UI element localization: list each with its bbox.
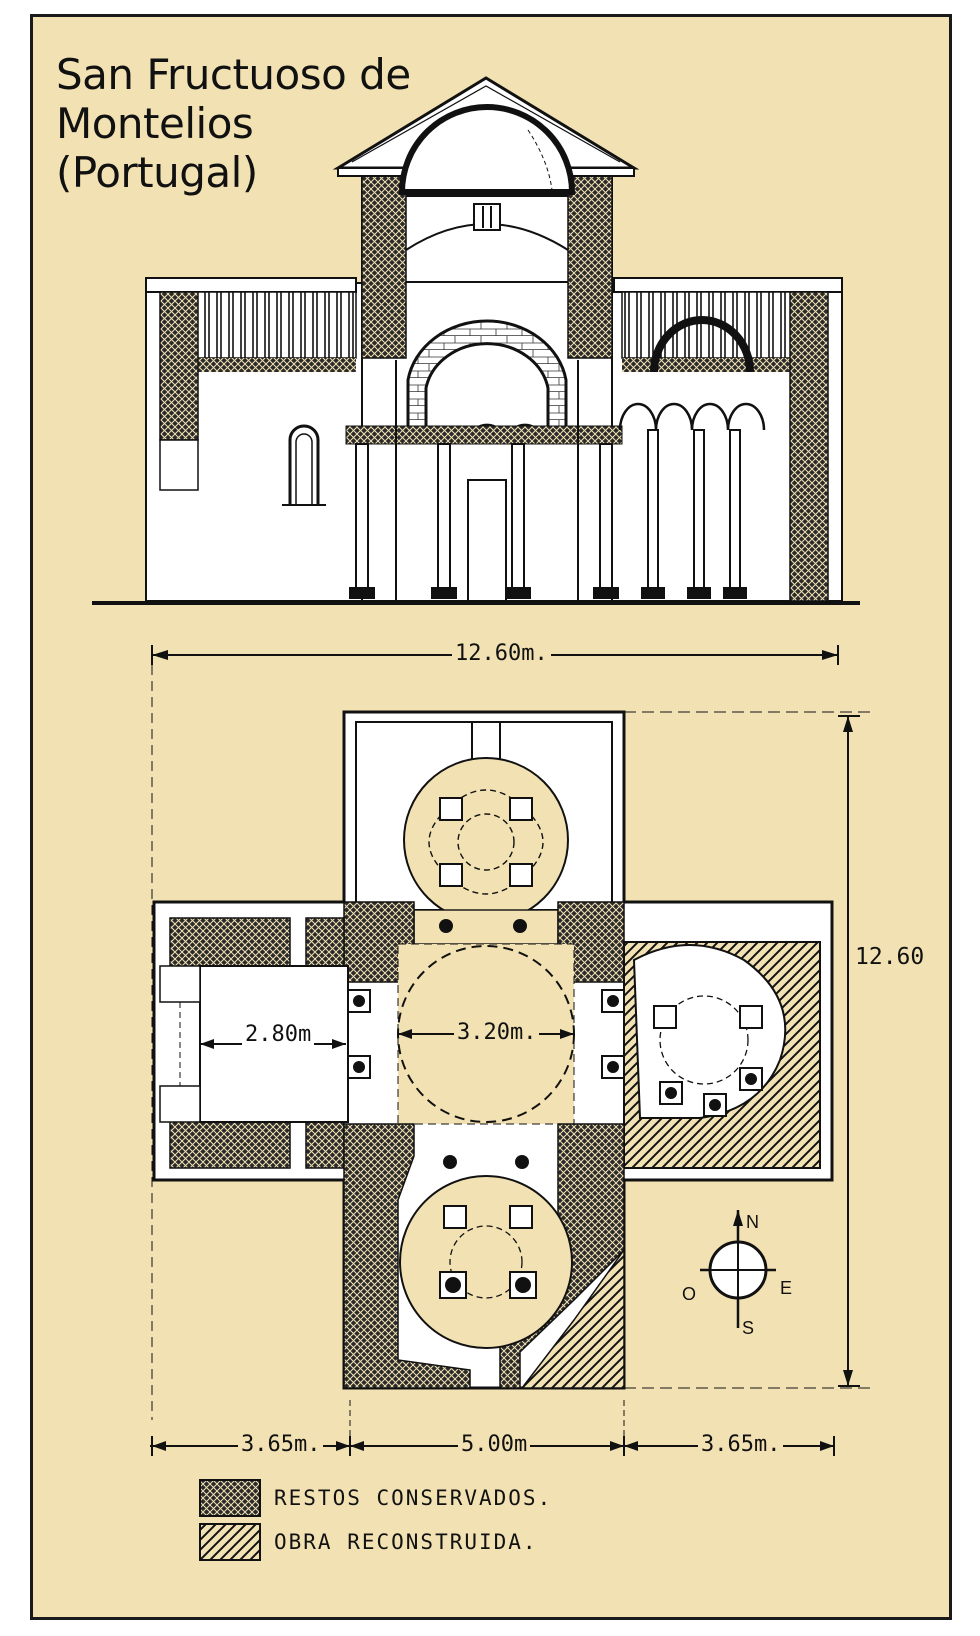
title-line-2: Montelios xyxy=(56,99,254,148)
dimension-overall-height: 12.60 xyxy=(852,944,928,970)
section-elevation xyxy=(92,76,860,605)
elevation-columns xyxy=(349,429,747,599)
compass-south-label: S xyxy=(742,1318,755,1338)
compass-west-label: O xyxy=(682,1284,697,1304)
legend-preserved-label: RESTOS CONSERVADOS. xyxy=(274,1486,553,1510)
compass-rose xyxy=(700,1210,776,1328)
dimension-overall-width: 12.60m. xyxy=(452,641,551,667)
legend-swatches xyxy=(199,1479,261,1561)
dimension-center-arm: 5.00m xyxy=(458,1432,531,1458)
compass-north-label: N xyxy=(746,1212,759,1232)
legend-reconstructed-label: OBRA RECONSTRUIDA. xyxy=(274,1530,538,1554)
compass-east-label: E xyxy=(780,1278,793,1298)
dimension-crossing-width: 3.20m. xyxy=(454,1020,540,1046)
title-line-1: San Fructuoso de xyxy=(56,50,411,99)
dimension-right-arm: 3.65m. xyxy=(698,1432,784,1458)
dimension-nave-width: 2.80m xyxy=(242,1022,315,1048)
floor-plan xyxy=(150,645,870,1456)
dimension-left-arm: 3.65m. xyxy=(238,1432,324,1458)
drawing-title: San Fructuoso de Montelios (Portugal) xyxy=(56,50,411,197)
title-line-3: (Portugal) xyxy=(56,148,258,197)
